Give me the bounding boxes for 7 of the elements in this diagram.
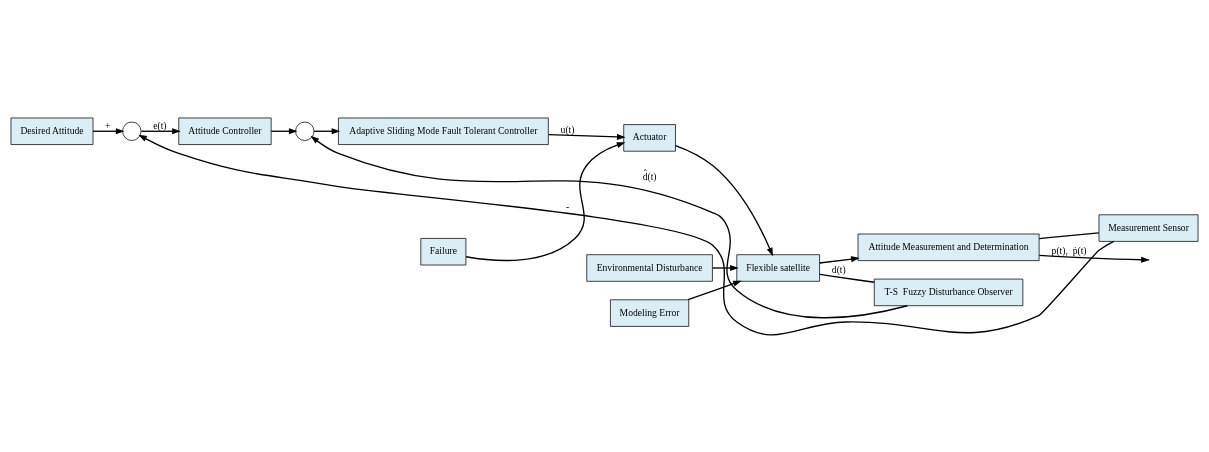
edge-label: p(t), ṗ(t) bbox=[1051, 244, 1087, 256]
edge-label: + bbox=[105, 119, 111, 131]
edge-label: u(t) bbox=[560, 123, 575, 135]
edge-label: d̂(t) bbox=[642, 170, 657, 182]
edge-label: d(t) bbox=[831, 263, 846, 275]
edge-label: e(t) bbox=[153, 119, 167, 131]
edge-label: - bbox=[565, 200, 570, 212]
